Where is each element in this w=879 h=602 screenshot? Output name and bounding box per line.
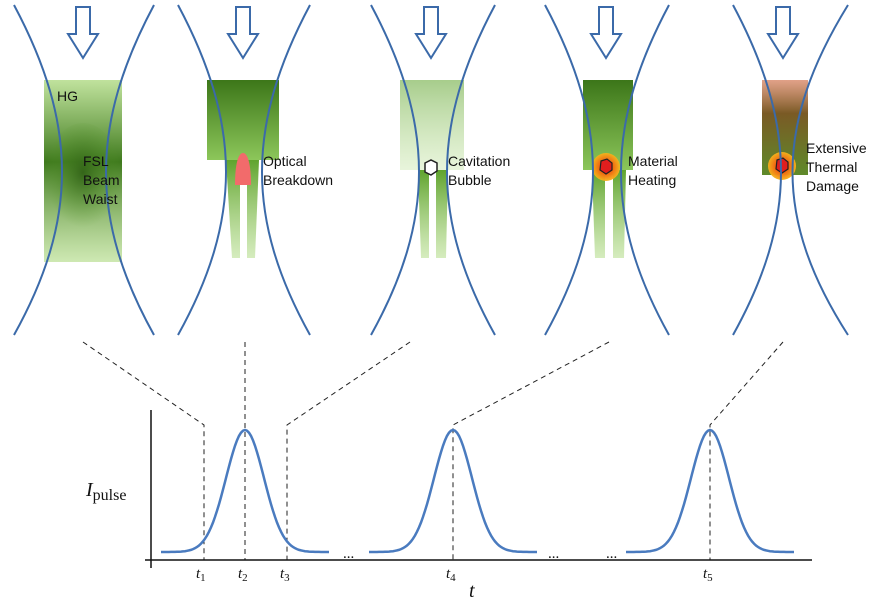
hg-label: HG	[57, 88, 78, 104]
pulse-curve-1	[161, 428, 329, 554]
panel-material-heating: Material Heating	[544, 4, 678, 336]
t4-label: t4	[446, 566, 456, 584]
beam-gap	[429, 170, 436, 260]
panel-label-line: Extensive	[806, 140, 867, 156]
beam-outline-right	[105, 4, 155, 336]
connector-t4	[452, 341, 610, 560]
ellipsis: ...	[343, 546, 354, 562]
heat-core-icon	[775, 157, 789, 174]
down-arrow-icon	[766, 6, 800, 60]
panel-label-line: Cavitation	[448, 153, 510, 169]
connector-lines	[82, 341, 784, 560]
beam-outline-left	[370, 4, 420, 336]
down-arrow-icon	[589, 6, 623, 60]
beam-gap	[605, 175, 613, 260]
t2-label: t2	[238, 566, 248, 584]
beam-outline-right	[791, 4, 849, 336]
beam-outline-left	[732, 4, 782, 336]
panel-cavitation-bubble: Cavitation Bubble	[370, 4, 510, 336]
panel-label-line: Thermal	[806, 159, 857, 175]
beam-outline-right	[261, 4, 311, 336]
pulse-curve-2	[369, 428, 537, 554]
beam-gap	[240, 160, 247, 260]
ellipsis: ...	[548, 546, 559, 562]
beam-outline-left	[13, 4, 63, 336]
t3-label: t3	[280, 566, 290, 584]
t1-label: t1	[196, 566, 206, 584]
panel-beam-waist: HG FSL Beam Waist	[13, 4, 155, 336]
heat-core-icon	[599, 158, 613, 175]
ellipsis: ...	[606, 546, 617, 562]
panel-optical-breakdown: Optical Breakdown	[177, 4, 333, 336]
t5-label: t5	[703, 566, 713, 584]
beam-outline-right	[620, 4, 670, 336]
down-arrow-icon	[226, 6, 260, 60]
plot-axes	[145, 410, 812, 568]
y-axis-label: Ipulse	[85, 479, 126, 504]
beam-outline-right	[446, 4, 496, 336]
connector-t3	[286, 341, 411, 560]
panel-label-line: Optical	[263, 153, 307, 169]
panel-thermal-damage: Extensive Thermal Damage	[732, 4, 867, 336]
down-arrow-icon	[66, 6, 100, 60]
beam-upper-fill	[207, 80, 279, 160]
panel-label-line: Bubble	[448, 172, 492, 188]
panel-label-line: Beam	[83, 172, 120, 188]
connector-t1	[82, 341, 205, 560]
panel-label-line: Waist	[83, 191, 118, 207]
panel-label-line: Material	[628, 153, 678, 169]
panel-label-line: Damage	[806, 178, 859, 194]
down-arrow-icon	[414, 6, 448, 60]
panel-label-line: FSL	[83, 153, 109, 169]
pulse-series	[161, 428, 794, 554]
beam-upper-fill	[400, 80, 464, 170]
breakdown-plasma	[235, 153, 251, 185]
x-axis-label: t	[469, 580, 475, 602]
panel-label-line: Heating	[628, 172, 676, 188]
pulse-curve-3	[626, 428, 794, 554]
beam-outline-left	[177, 4, 227, 336]
beam-waist-core	[45, 123, 121, 233]
cavitation-bubble-icon	[424, 159, 438, 176]
panel-label-line: Breakdown	[263, 172, 333, 188]
beam-outline-left	[544, 4, 594, 336]
connector-t5	[709, 341, 784, 560]
